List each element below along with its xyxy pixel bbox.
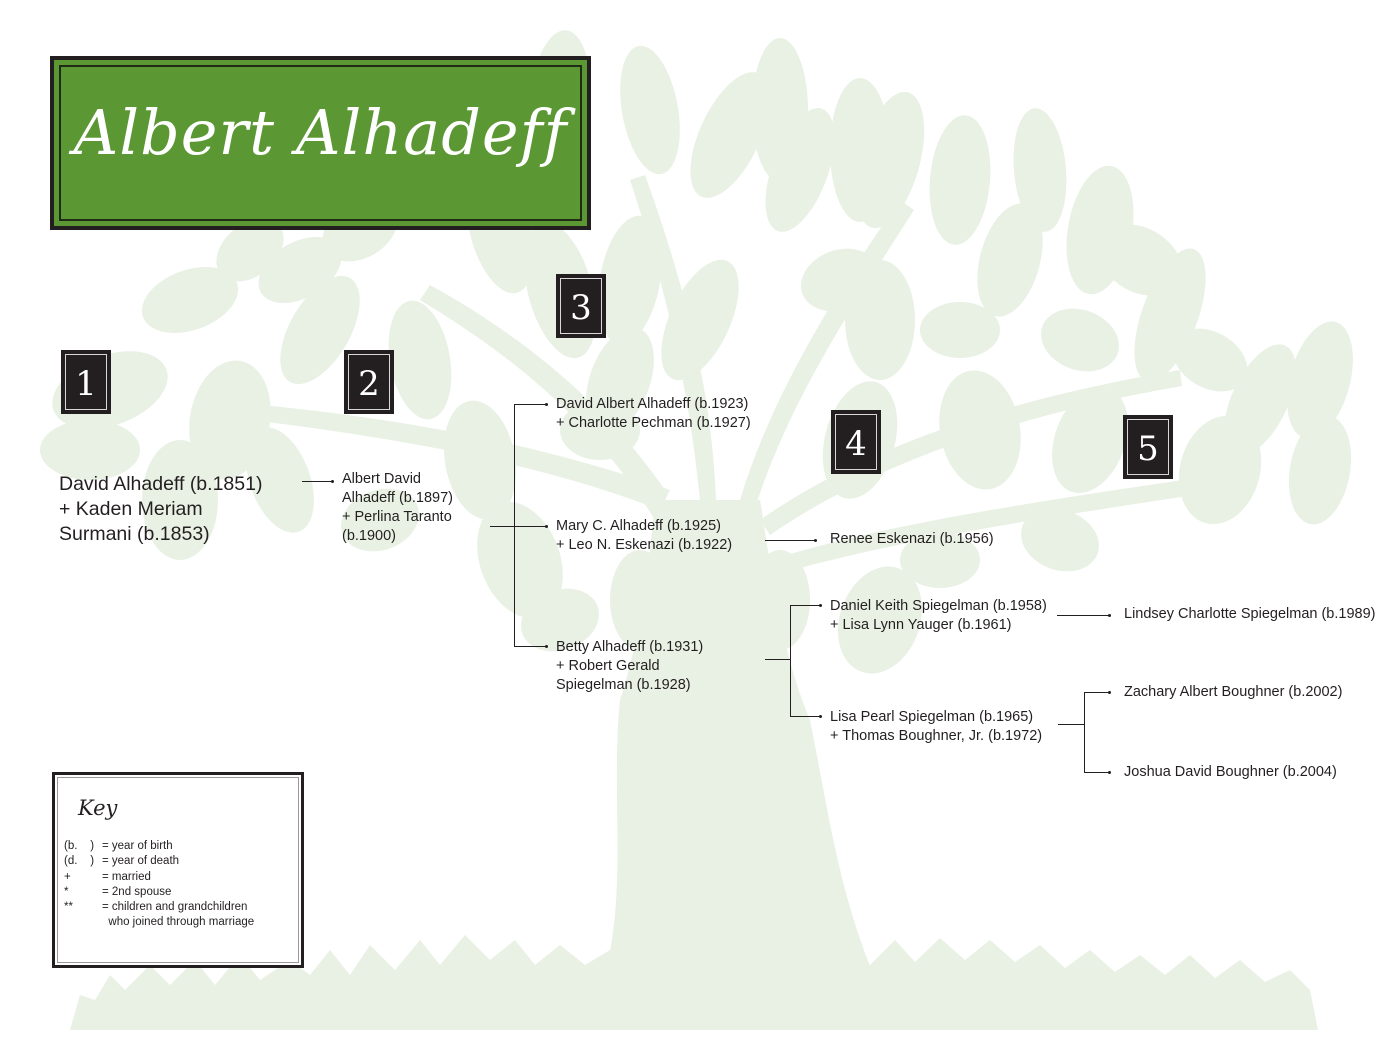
person-renee-eskenazi: Renee Eskenazi (b.1956) xyxy=(830,531,994,547)
connector-betty-gen4 xyxy=(765,659,790,660)
person-lindsey-charlotte-spiegelman: Lindsey Charlotte Spiegelman (b.1989) xyxy=(1124,606,1376,622)
arrow-tip-icon xyxy=(331,480,334,483)
generation-badge-3: 3 xyxy=(556,274,606,338)
person-lisa-pearl-spiegelman: Lisa Pearl Spiegelman (b.1965) + Thomas … xyxy=(830,709,1043,744)
legend-row: who joined through marriage xyxy=(102,916,255,929)
connector-gen2-gen3 xyxy=(490,526,546,527)
arrow-tip-icon xyxy=(1108,614,1111,617)
connector-to-betty xyxy=(514,646,546,647)
legend-row: += married xyxy=(64,870,151,883)
generation-badge-4: 4 xyxy=(831,410,881,474)
connector-gen4-spine xyxy=(790,605,791,717)
connector-to-joshua xyxy=(1084,772,1109,773)
arrow-tip-icon xyxy=(545,645,548,648)
person-david-alhadeff: David Alhadeff (b.1851) + Kaden Meriam S… xyxy=(59,473,263,545)
person-daniel-keith-spiegelman: Daniel Keith Spiegelman (b.1958) + Lisa … xyxy=(830,598,1047,633)
arrow-tip-icon xyxy=(545,403,548,406)
arrow-tip-icon xyxy=(545,525,548,528)
legend-row: (b. )= year of birth xyxy=(64,840,173,852)
connector-daniel-lindsey xyxy=(1057,615,1109,616)
connector-lisa-gen5 xyxy=(1058,724,1084,725)
generation-badge-5: 5 xyxy=(1123,415,1173,479)
connector-gen1-gen2 xyxy=(302,481,332,482)
legend-rows: (b. )= year of birth (d. )= year of deat… xyxy=(64,839,254,931)
arrow-tip-icon xyxy=(819,715,822,718)
connector-gen5-spine xyxy=(1084,692,1085,773)
connector-to-david-albert xyxy=(514,404,546,405)
arrow-tip-icon xyxy=(819,604,822,607)
arrow-tip-icon xyxy=(814,539,817,542)
generation-badge-2: 2 xyxy=(344,350,394,414)
connector-to-daniel xyxy=(790,605,820,606)
legend-row: *= 2nd spouse xyxy=(64,885,172,898)
connector-gen3-spine xyxy=(514,404,515,647)
title-banner: Albert Alhadeff xyxy=(50,56,591,230)
person-joshua-david-boughner: Joshua David Boughner (b.2004) xyxy=(1124,764,1337,780)
connector-to-lisa xyxy=(790,716,820,717)
arrow-tip-icon xyxy=(1108,691,1111,694)
connector-to-zachary xyxy=(1084,692,1109,693)
arrow-tip-icon xyxy=(1108,771,1111,774)
page-title: Albert Alhadeff xyxy=(73,96,568,169)
person-david-albert-alhadeff: David Albert Alhadeff (b.1923) + Charlot… xyxy=(556,396,751,431)
generation-badge-1: 1 xyxy=(61,350,111,414)
person-mary-c-alhadeff: Mary C. Alhadeff (b.1925) + Leo N. Esken… xyxy=(556,518,733,553)
legend-title: Key xyxy=(78,796,118,820)
person-albert-david-alhadeff: Albert David Alhadeff (b.1897) + Perlina… xyxy=(342,471,453,544)
legend-row: **= children and grandchildren xyxy=(64,901,248,914)
legend-key: Key (b. )= year of birth (d. )= year of … xyxy=(52,772,304,968)
connector-mary-renee xyxy=(765,540,815,541)
person-zachary-albert-boughner: Zachary Albert Boughner (b.2002) xyxy=(1124,684,1343,700)
person-betty-alhadeff: Betty Alhadeff (b.1931) + Robert Gerald … xyxy=(556,639,704,693)
legend-row: (d. )= year of death xyxy=(64,855,180,868)
